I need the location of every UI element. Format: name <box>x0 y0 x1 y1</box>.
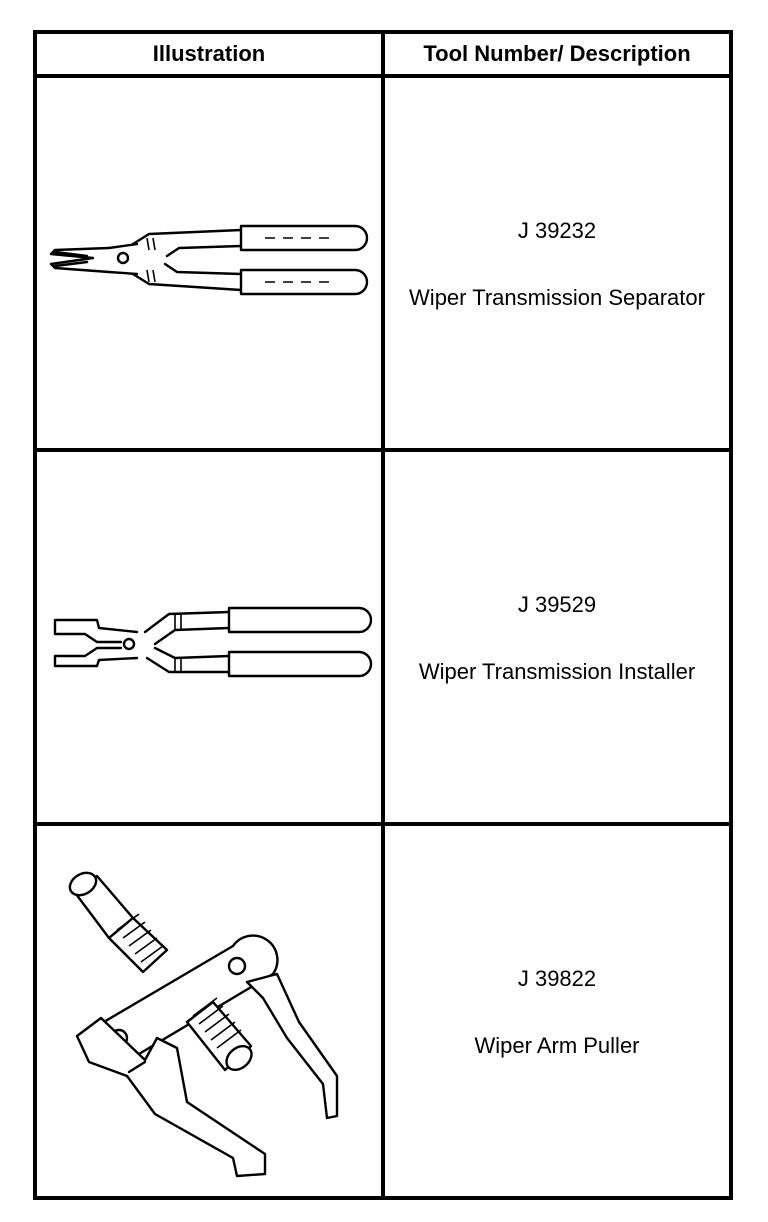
illustration-cell <box>37 78 381 448</box>
tool-number: J 39232 <box>517 218 597 243</box>
wiper-transmission-separator-pliers-icon <box>49 224 369 296</box>
wiper-transmission-installer-pliers-icon <box>53 606 373 678</box>
tool-number: J 39822 <box>517 966 597 991</box>
header-illustration: Illustration <box>152 41 266 66</box>
tool-number: J 39529 <box>517 592 597 617</box>
illustration-cell <box>37 452 381 822</box>
table-row: J 39529 Wiper Transmission Installer <box>37 452 729 826</box>
tool-description: Wiper Transmission Separator <box>409 285 705 310</box>
table-row: J 39822 Wiper Arm Puller <box>37 826 729 1196</box>
tool-description: Wiper Transmission Installer <box>418 659 696 684</box>
wiper-arm-puller-icon <box>68 871 339 1178</box>
illustration-cell <box>37 826 381 1196</box>
column-divider <box>381 34 385 1196</box>
description-cell: J 39822 Wiper Arm Puller <box>385 826 729 1196</box>
description-cell: J 39529 Wiper Transmission Installer <box>385 452 729 822</box>
description-cell: J 39232 Wiper Transmission Separator <box>385 78 729 448</box>
table-row: J 39232 Wiper Transmission Separator <box>37 78 729 452</box>
header-tool-description: Tool Number/ Description <box>423 41 691 66</box>
tool-description: Wiper Arm Puller <box>474 1033 640 1058</box>
tool-table: Illustration Tool Number/ Description <box>33 30 733 1200</box>
